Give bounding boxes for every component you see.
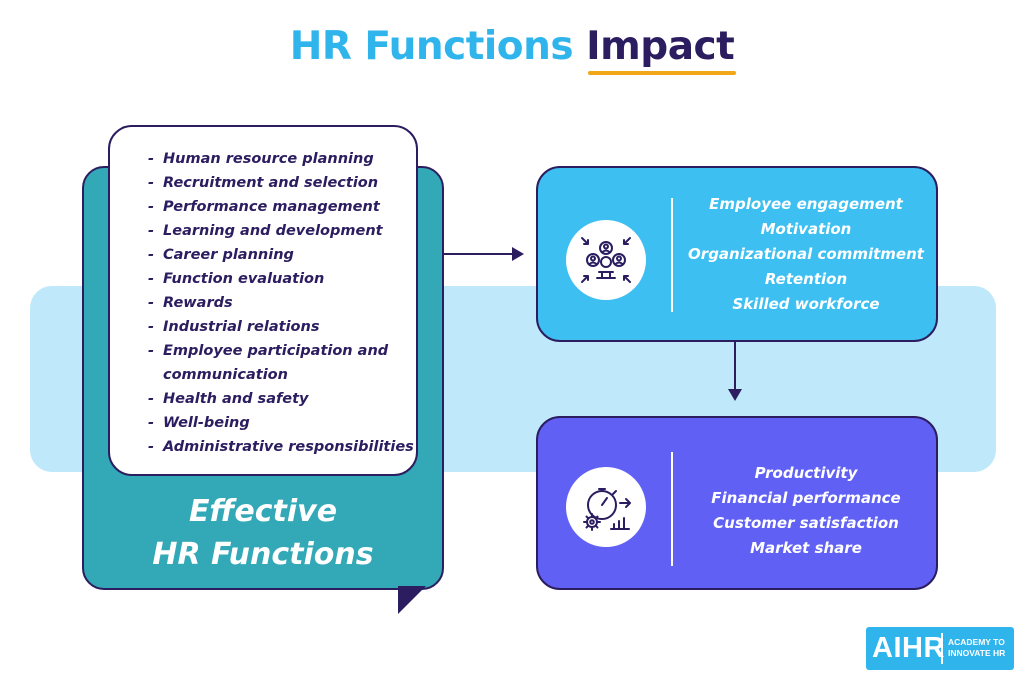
list-dash: - <box>148 295 155 311</box>
hr-functions-card: -Human resource planning -Recruitment an… <box>108 125 418 476</box>
hr-functions-list: -Human resource planning -Recruitment an… <box>148 147 414 459</box>
logo-separator <box>941 633 943 664</box>
list-item: -Well-being <box>148 411 414 435</box>
list-item: -Industrial relations <box>148 315 414 339</box>
list-item: -Administrative responsibilities <box>148 435 414 459</box>
list-item-text: Administrative responsibilities <box>163 439 414 455</box>
list-dash: - <box>148 391 155 407</box>
list-item: -Performance management <box>148 195 414 219</box>
list-item-text: Rewards <box>163 295 233 311</box>
list-item-text: Learning and development <box>163 223 383 239</box>
list-item: -Function evaluation <box>148 267 414 291</box>
list-dash: - <box>148 343 155 359</box>
logo-wordmark: AIHR <box>872 632 945 664</box>
title-part-2-text: Impact <box>586 24 735 69</box>
list-item: Retention <box>764 270 848 288</box>
logo-tagline-line-1: ACADEMY TO <box>948 637 1005 647</box>
vertical-divider <box>671 452 673 566</box>
vertical-divider <box>671 198 673 312</box>
list-dash: - <box>148 223 155 239</box>
aihr-logo: AIHR ACADEMY TO INNOVATE HR <box>866 627 1014 670</box>
employee-outcomes-list: Employee engagement Motivation Organizat… <box>678 192 934 317</box>
list-dash: - <box>148 319 155 335</box>
list-item-continuation: communication <box>148 363 414 387</box>
list-item-text: Recruitment and selection <box>163 175 379 191</box>
list-dash: - <box>148 439 155 455</box>
speech-bubble-tail <box>398 586 426 614</box>
list-item: -Career planning <box>148 243 414 267</box>
list-item: Employee engagement <box>709 195 903 213</box>
list-item-text: Career planning <box>163 247 294 263</box>
list-item-text: Industrial relations <box>163 319 320 335</box>
list-item: Motivation <box>760 220 852 238</box>
title-underline <box>588 71 737 75</box>
list-dash: - <box>148 199 155 215</box>
page-title: HR Functions Impact <box>0 24 1024 75</box>
list-item: -Health and safety <box>148 387 414 411</box>
effective-hr-heading-line-2: HR Functions <box>152 537 374 572</box>
logo-tagline: ACADEMY TO INNOVATE HR <box>948 637 1005 659</box>
business-outcomes-box: Productivity Financial performance Custo… <box>536 416 938 590</box>
employee-outcomes-box: Employee engagement Motivation Organizat… <box>536 166 938 342</box>
business-outcomes-list: Productivity Financial performance Custo… <box>678 461 934 561</box>
list-item-text: Well-being <box>163 415 250 431</box>
list-item: -Learning and development <box>148 219 414 243</box>
list-dash: - <box>148 175 155 191</box>
list-item-text: Human resource planning <box>163 151 374 167</box>
list-item: Productivity <box>754 464 858 482</box>
arrow-head-right <box>512 247 524 261</box>
title-part-1: HR Functions <box>289 24 574 69</box>
list-item: -Rewards <box>148 291 414 315</box>
list-item: Financial performance <box>711 489 901 507</box>
effective-hr-heading-line-1: Effective <box>188 494 338 529</box>
list-item: -Employee participation and <box>148 339 414 363</box>
list-item-text: Employee participation and <box>163 343 389 359</box>
people-network-icon <box>566 220 646 300</box>
list-item: Organizational commitment <box>688 245 924 263</box>
arrow-to-business-outcomes <box>734 342 736 390</box>
list-item: -Recruitment and selection <box>148 171 414 195</box>
list-item: Market share <box>750 539 862 557</box>
list-item: Skilled workforce <box>732 295 880 313</box>
effective-hr-heading: Effective HR Functions <box>82 490 444 576</box>
arrow-head-down <box>728 389 742 401</box>
list-item-text: Health and safety <box>163 391 309 407</box>
list-item: Customer satisfaction <box>713 514 899 532</box>
logo-tagline-line-2: INNOVATE HR <box>948 648 1006 658</box>
list-dash: - <box>148 151 155 167</box>
list-item: -Human resource planning <box>148 147 414 171</box>
arrow-to-employee-outcomes <box>444 253 514 255</box>
list-item-text: Performance management <box>163 199 380 215</box>
list-dash: - <box>148 271 155 287</box>
title-part-2: Impact <box>586 24 737 75</box>
list-dash: - <box>148 415 155 431</box>
list-dash: - <box>148 247 155 263</box>
list-item-text: communication <box>163 367 288 383</box>
stopwatch-growth-icon <box>566 467 646 547</box>
list-item-text: Function evaluation <box>163 271 325 287</box>
